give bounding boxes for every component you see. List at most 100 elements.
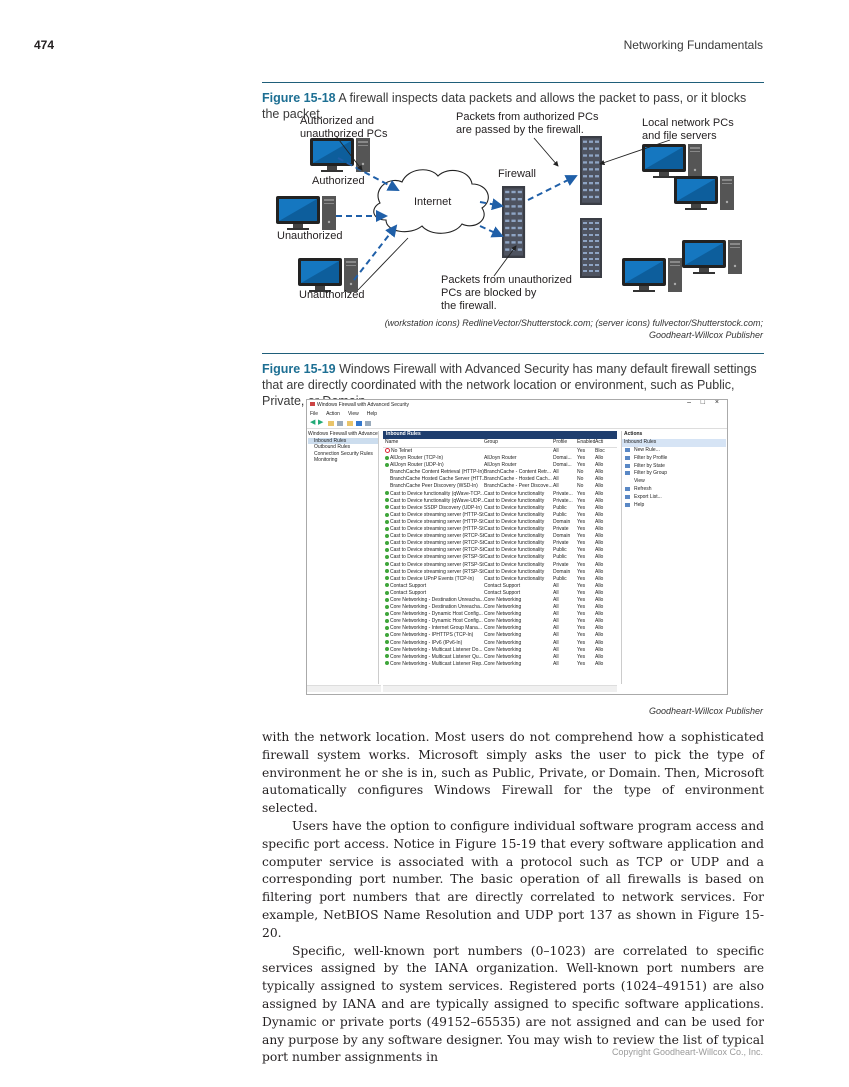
action-view[interactable]: View [634,478,645,485]
table-row[interactable]: Cast to Device streaming server (HTTP-St… [383,526,617,533]
table-cell: No [577,483,584,490]
pc-authorized [310,138,370,172]
tree-root[interactable]: Windows Firewall with Advance [308,431,378,437]
tree-inbound-rules[interactable]: Inbound Rules [308,437,378,444]
table-row[interactable]: Core Networking - IPHTTPS (TCP-In)Core N… [383,632,617,639]
grid-scrollbar[interactable] [383,685,617,692]
close-icon[interactable]: × [714,399,719,406]
window-titlebar: Windows Firewall with Advanced Security … [307,400,727,409]
menu-help[interactable]: Help [366,411,378,417]
enabled-check-icon [385,512,389,517]
table-cell: Core Networking [484,632,522,639]
menu-action[interactable]: Action [326,411,340,417]
enabled-check-icon [385,462,389,467]
col-action[interactable]: Acti [595,439,604,445]
table-row[interactable]: Cast to Device functionality (qWave-TCP.… [383,491,617,498]
table-row[interactable]: BranchCache Content Retrieval (HTTP-In)B… [383,469,617,476]
table-row[interactable]: Core Networking - Destination Unreacha..… [383,597,617,604]
tree-connection-security[interactable]: Connection Security Rules [314,450,373,457]
table-row[interactable]: Cast to Device streaming server (RTSP-St… [383,554,617,561]
table-row[interactable]: Core Networking - Dynamic Host Config...… [383,618,617,625]
action-filter-profile[interactable]: Filter by Profile [622,455,726,463]
table-cell: All [553,660,559,667]
table-row[interactable]: Cast to Device streaming server (RTCP-St… [383,540,617,547]
enabled-check-icon [385,618,389,623]
table-row[interactable]: Core Networking - Dynamic Host Config...… [383,611,617,618]
action-filter-group[interactable]: Filter by Group [622,470,726,478]
minimize-icon[interactable]: – [687,399,691,406]
table-row[interactable]: Cast to Device functionality (qWave-UDP.… [383,498,617,505]
col-enabled[interactable]: Enabled [577,439,595,445]
table-row[interactable]: Cast to Device SSDP Discovery (UDP-In)Ca… [383,505,617,512]
col-group[interactable]: Group [484,439,498,445]
enabled-check-icon [385,626,389,631]
table-cell: All [553,646,559,653]
table-row[interactable]: Core Networking - Internet Group Mana...… [383,625,617,632]
tree-monitoring[interactable]: Monitoring [314,457,338,463]
view-icon[interactable] [365,421,371,426]
col-profile[interactable]: Profile [553,439,568,445]
table-row[interactable]: Core Networking - Destination Unreacha..… [383,604,617,611]
help-icon[interactable] [356,421,362,426]
menu-view[interactable]: View [347,411,359,417]
enabled-check-icon [385,519,389,524]
action-export[interactable]: Export List... [622,494,726,502]
table-row[interactable]: Cast to Device streaming server (RTSP-St… [383,562,617,569]
maximize-icon[interactable]: □ [700,399,705,406]
table-row[interactable]: Core Networking - Multicast Listener Rep… [383,661,617,668]
table-cell: Private [553,526,569,533]
menu-file[interactable]: File [310,411,319,417]
table-row[interactable]: Cast to Device streaming server (RTSP-St… [383,569,617,576]
table-cell: No [577,476,584,483]
tree-scrollbar[interactable] [307,685,381,692]
table-row[interactable]: Cast to Device streaming server (HTTP-St… [383,512,617,519]
action-help[interactable]: Help [622,502,726,510]
table-row[interactable]: BranchCache Hosted Cache Server (HTT...B… [383,476,617,483]
back-icon[interactable]: ◀ [310,419,316,426]
table-row[interactable]: Cast to Device streaming server (RTCP-St… [383,547,617,554]
action-refresh[interactable]: Refresh [622,486,726,494]
console-icon[interactable] [337,421,343,426]
table-cell: Cast to Device functionality [484,526,545,533]
action-new-rule[interactable]: New Rule... [622,447,726,455]
table-cell: Yes [577,448,586,454]
table-cell: Allo [595,639,604,646]
figure-15-18-credit: (workstation icons) RedlineVector/Shutte… [384,318,763,340]
enabled-check-icon [385,597,389,602]
table-cell: Core Networking - Dynamic Host Config... [383,611,484,618]
table-cell: Allo [595,660,604,667]
firewall-window-screenshot: Windows Firewall with Advanced Security … [306,399,728,695]
folder-icon[interactable] [328,421,334,426]
tree-outbound-rules[interactable]: Outbound Rules [314,444,351,450]
table-row[interactable]: Cast to Device UPnP Events (TCP-In)Cast … [383,576,617,583]
properties-icon[interactable] [347,421,353,426]
table-cell: Cast to Device functionality (qWave-UDP.… [383,498,484,505]
block-icon [385,448,390,454]
actions-inbound-rules[interactable]: Inbound Rules [622,439,726,447]
action-filter-state[interactable]: Filter by State [622,463,726,471]
table-cell: Allo [595,632,604,639]
table-row[interactable]: Cast to Device streaming server (RTCP-St… [383,533,617,540]
filter-icon [625,471,630,476]
figure-15-18-caption: Figure 15-18 A firewall inspects data pa… [262,90,764,122]
col-name[interactable]: Name [385,439,399,445]
refresh-icon [625,486,630,491]
paragraph-3: Specific, well-known port numbers (0–102… [262,943,764,1065]
forward-icon[interactable]: ▶ [318,419,324,426]
table-row[interactable]: BranchCache Peer Discovery (WSD-In)Branc… [383,483,617,490]
table-cell: Core Networking - Destination Unreacha..… [383,604,484,611]
table-row[interactable]: Core Networking - Multicast Listener Qu.… [383,654,617,661]
table-row[interactable]: Cast to Device streaming server (HTTP-St… [383,519,617,526]
table-cell: Public [553,511,567,518]
pc-local-3 [682,240,742,274]
export-icon [625,494,630,499]
table-row[interactable]: Core Networking - IPv6 (IPv6-In)Core Net… [383,640,617,647]
table-row[interactable]: Core Networking - Multicast Listener Do.… [383,647,617,654]
table-cell: Domain [553,518,571,525]
